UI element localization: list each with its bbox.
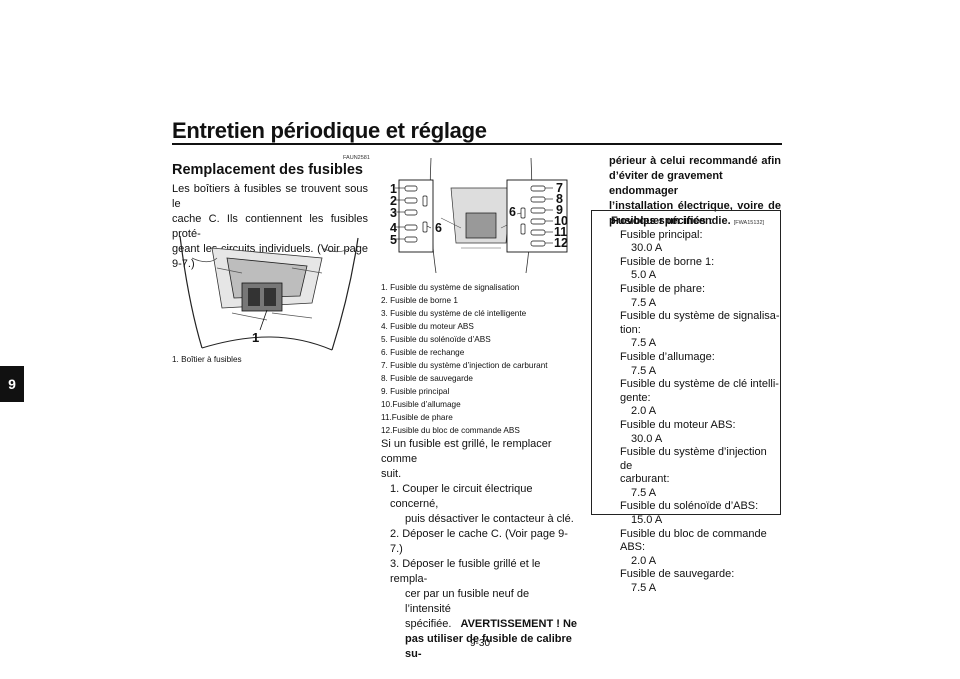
section-code: FAUN2581 [343, 155, 370, 161]
spec-name: Fusible du moteur ABS: [620, 418, 736, 431]
warning-line: périeur à celui recommandé afin [609, 155, 781, 167]
label-fuse-10: 10 [554, 214, 568, 228]
figure2-caption-list: 1. Fusible du système de signalisation 2… [381, 281, 581, 437]
caption-item: 6. Fusible de rechange [381, 348, 465, 357]
spec-name: Fusible du système de signalisa- [620, 310, 780, 323]
warning-code: [FWA15132] [733, 220, 765, 226]
label-spare-right: 6 [509, 205, 516, 219]
specified-fuses-box: Fusibles spécifiés : Fusible principal:3… [591, 210, 781, 594]
warning-line-last: provoquer un incendie. [FWA15132] [609, 214, 781, 231]
spec-value: 2.0 A [631, 554, 657, 567]
procedure-lead: suit. [381, 468, 402, 480]
spec-value: 7.5 A [631, 337, 657, 350]
caption-item: 12.Fusible du bloc de commande ABS [381, 426, 520, 435]
spec-value: 30.0 A [631, 432, 663, 445]
caption-item: 10.Fusible d’allumage [381, 400, 461, 409]
caption-item: 9. Fusible principal [381, 387, 450, 396]
section-title: Remplacement des fusibles [172, 162, 363, 178]
label-fuse-4: 4 [390, 221, 397, 235]
page-number: 9-30 [469, 638, 490, 649]
step-1: 1. Couper le circuit électrique concerné… [390, 483, 533, 510]
step-2: 2. Déposer le cache C. (Voir page 9-7.) [390, 528, 568, 555]
caption-item: 7. Fusible du système d’injection de car… [381, 361, 548, 370]
procedure: Si un fusible est grillé, le remplacer c… [381, 437, 577, 662]
label-fuse-3: 3 [390, 206, 397, 220]
caption-item: 4. Fusible du moteur ABS [381, 322, 474, 331]
page-title: Entretien périodique et réglage [172, 118, 487, 143]
label-spare-left: 6 [435, 221, 442, 235]
spec-name: Fusible de phare: [620, 282, 705, 295]
label-fuse-7: 7 [556, 181, 563, 195]
label-fuse-2: 2 [390, 194, 397, 208]
warning-line: provoquer un incendie. [609, 215, 731, 227]
procedure-lead: Si un fusible est grillé, le remplacer c… [381, 438, 552, 465]
spec-name: carburant: [620, 473, 670, 486]
spec-value: 7.5 A [631, 364, 657, 377]
label-fuse-5: 5 [390, 233, 397, 247]
spec-name: tion: [620, 323, 641, 336]
spec-name: Fusible de borne 1: [620, 255, 715, 268]
spec-value: 7.5 A [631, 582, 657, 595]
spec-name: Fusible de sauvegarde: [620, 568, 735, 581]
step-1-cont: puis désactiver le contacteur à clé. [405, 513, 574, 525]
spec-heading: Fusibles spécifiés : [611, 215, 713, 227]
header-rule [172, 143, 782, 145]
spec-name: Fusible principal: [620, 228, 703, 241]
spec-value: 7.5 A [631, 486, 657, 499]
caption-item: 5. Fusible du solénoïde d’ABS [381, 335, 491, 344]
spec-value: 15.0 A [631, 514, 663, 527]
caption-item: 3. Fusible du système de clé intelligent… [381, 309, 527, 318]
spec-value: 2.0 A [631, 405, 657, 418]
step-3-cont: cer par un fusible neuf de l’intensité [405, 588, 530, 615]
figure1-caption: 1. Boîtier à fusibles [172, 355, 242, 364]
label-fuse-11: 11 [554, 225, 567, 239]
label-fuse-8: 8 [556, 192, 563, 206]
spec-value: 30.0 A [631, 242, 663, 255]
step-3: 3. Déposer le fusible grillé et le rempl… [390, 558, 541, 585]
callout-1: 1 [252, 330, 259, 345]
spec-name: Fusible du solénoïde d’ABS: [620, 500, 759, 513]
label-fuse-1: 1 [390, 182, 397, 196]
warning-label: AVERTISSEMENT ! Ne [460, 618, 577, 630]
caption-item: 8. Fusible de sauvegarde [381, 374, 473, 383]
warning-line: l’installation électrique, voire de [609, 200, 781, 212]
spec-value: 7.5 A [631, 296, 657, 309]
label-fuse-12: 12 [554, 236, 568, 250]
warning-continuation: périeur à celui recommandé afin d’éviter… [609, 154, 781, 231]
spec-list: Fusibles spécifiés : Fusible principal:3… [592, 211, 780, 596]
spec-name: Fusible du système d’injection de [620, 446, 767, 472]
label-fuse-9: 9 [556, 203, 563, 217]
caption-item: 2. Fusible de borne 1 [381, 296, 458, 305]
fuse-box-location-figure: 1 [179, 235, 359, 351]
warning-text: pas utiliser de fusible de calibre su- [405, 633, 572, 660]
spec-name: gente: [620, 391, 651, 404]
intro-line: Les boîtiers à fusibles se trouvent sous… [172, 183, 368, 210]
intro-line: cache C. Ils contiennent les fusibles pr… [172, 213, 368, 240]
caption-item: 1. Fusible du système de signalisation [381, 283, 520, 292]
spec-name: Fusible du système de clé intelli- [620, 378, 779, 391]
spec-name: Fusible d’allumage: [620, 350, 715, 363]
fuse-box-diagram: 1 2 3 4 5 6 6 7 8 9 10 11 12 [390, 158, 568, 274]
warning-line: d’éviter de gravement endommager [609, 170, 723, 197]
spec-value: 5.0 A [631, 269, 657, 282]
step-3-line3: spécifiée. AVERTISSEMENT ! Ne [381, 617, 577, 632]
spec-name: Fusible du bloc de commande ABS: [620, 527, 767, 554]
step-3-cont: spécifiée. [405, 618, 452, 630]
caption-item: 11.Fusible de phare [381, 413, 453, 422]
chapter-tab: 9 [0, 366, 24, 402]
